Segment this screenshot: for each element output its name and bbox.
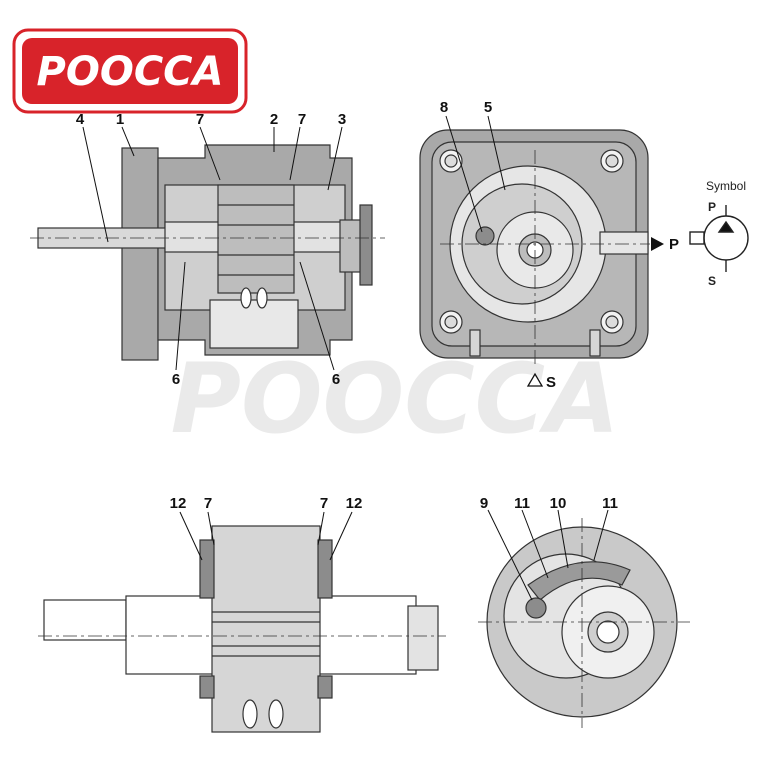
port-p-label: P bbox=[669, 236, 679, 253]
callout-2: 2 bbox=[270, 111, 278, 128]
front-view bbox=[419, 129, 650, 365]
suction-triangle-icon bbox=[526, 372, 544, 387]
logo-text: POOCCA bbox=[37, 49, 224, 95]
gear-detail-view bbox=[478, 518, 690, 728]
symbol-title: Symbol bbox=[706, 179, 746, 193]
side-view-leaders bbox=[82, 126, 343, 371]
gear-detail-callouts: 9 11 10 11 bbox=[480, 495, 618, 512]
callout-7b: 7 bbox=[298, 111, 306, 128]
front-view-leaders bbox=[445, 115, 506, 233]
port-s-label: S bbox=[546, 374, 556, 391]
hydraulic-symbol bbox=[689, 205, 749, 272]
gear-detail-leaders bbox=[487, 509, 609, 601]
callout-10: 10 bbox=[550, 495, 567, 512]
callout-7: 7 bbox=[196, 111, 204, 128]
callout-1: 1 bbox=[116, 111, 124, 128]
pressure-arrow-icon bbox=[651, 237, 664, 251]
callout-11b: 11 bbox=[602, 495, 618, 512]
callout-4: 4 bbox=[76, 111, 85, 128]
shaft-gear-view bbox=[38, 525, 446, 733]
watermark-text: POOCCA bbox=[171, 343, 620, 455]
brand-logo: POOCCA bbox=[12, 28, 248, 114]
pump-triangle-icon bbox=[717, 220, 735, 233]
callout-6: 6 bbox=[172, 371, 180, 388]
shaft-view-leaders bbox=[179, 511, 353, 561]
front-view-callouts: 8 5 bbox=[440, 99, 492, 116]
callout-5: 5 bbox=[484, 99, 492, 116]
callout-12: 12 bbox=[170, 495, 187, 512]
symbol-s-label: S bbox=[708, 274, 716, 288]
callout-9: 9 bbox=[480, 495, 488, 512]
port-labels: P S bbox=[526, 236, 679, 391]
callout-3: 3 bbox=[338, 111, 346, 128]
callout-8: 8 bbox=[440, 99, 448, 116]
side-section-view bbox=[30, 144, 385, 361]
callout-6b: 6 bbox=[332, 371, 340, 388]
symbol-p-label: P bbox=[708, 200, 716, 214]
callout-12b: 12 bbox=[346, 495, 363, 512]
callout-11: 11 bbox=[514, 495, 530, 512]
side-view-callouts: 4 1 7 2 7 3 6 6 bbox=[76, 111, 346, 388]
callout-7c: 7 bbox=[204, 495, 212, 512]
shaft-view-callouts: 12 7 7 12 bbox=[170, 495, 363, 512]
callout-7d: 7 bbox=[320, 495, 328, 512]
